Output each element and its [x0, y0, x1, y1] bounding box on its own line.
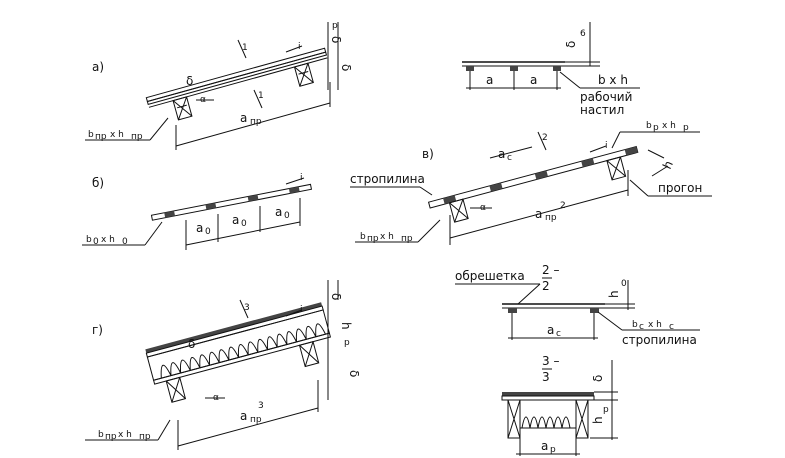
detail-a-caption-1: рабочий — [580, 90, 632, 104]
span-label-v: a — [535, 207, 542, 221]
post-x-v: x h — [380, 232, 394, 242]
span-label-g: a — [240, 409, 247, 423]
detail-a-caption-2: настил — [580, 103, 624, 117]
span-b-1: a — [196, 221, 203, 235]
panel-label-a: а) — [92, 60, 104, 74]
post-sub1-v: пр — [367, 234, 379, 244]
detail-a-thickness-sub: 6 — [580, 29, 586, 39]
post-x-b: x h — [101, 235, 115, 245]
panel-label-b: б) — [92, 176, 104, 190]
batten-section: 2 – — [542, 263, 559, 277]
detail-a-size: b x h — [598, 73, 628, 87]
rafter-size-v-sub2: p — [683, 123, 689, 133]
batten-size-x: x h — [648, 320, 662, 330]
span-sub-g: пр — [250, 415, 262, 425]
span-b-2-sub: 0 — [241, 219, 247, 229]
slope-v: i — [605, 141, 608, 151]
rafter-x-v: x h — [662, 121, 676, 131]
deck-symbol-g: δ — [188, 337, 195, 351]
post-label-v: b — [360, 232, 366, 242]
section-mark-a: 1 — [242, 43, 248, 53]
panel-a-deck — [145, 47, 328, 121]
detail-g-height-sub: p — [603, 405, 609, 415]
rafter-caption-v: стропилина — [350, 172, 425, 186]
section-mark-a-2: 1 — [258, 91, 264, 101]
panel-g-roof — [145, 302, 332, 403]
post-sub1-a: пр — [95, 132, 107, 142]
detail-g-section: 3 – — [542, 354, 559, 368]
panel-g: г) δ 3 i α a пр 3 b пр x h пр — [85, 280, 361, 450]
thickness-sub-a: p — [332, 21, 338, 31]
post-x-g: x h — [118, 430, 132, 440]
span-top-v: a — [498, 147, 505, 161]
rafter-size-v-sub1: p — [653, 123, 659, 133]
post-label-b: b — [86, 235, 92, 245]
detail-g-span: a — [541, 439, 548, 453]
detail-g-section-den: 3 — [542, 370, 550, 384]
section-mark-v: 2 — [542, 133, 548, 143]
batten-section-den: 2 — [542, 279, 550, 293]
batten-caption: обрешетка — [455, 269, 525, 283]
deck-symbol-a: δ — [186, 74, 193, 88]
batten-size: b — [632, 320, 638, 330]
purlin-caption-v: прогон — [658, 181, 702, 195]
panel-label-g: г) — [92, 323, 103, 337]
post-sub2-b: 0 — [122, 237, 128, 247]
span-sub-a: пр — [250, 117, 262, 127]
thickness-g: δ — [329, 293, 343, 300]
batten-rafter-caption: стропилина — [622, 333, 697, 347]
span-sub-v: пр — [545, 213, 557, 223]
span-top-v-sub: с — [507, 153, 512, 163]
post-label-a: b — [88, 130, 94, 140]
detail-a-thickness: δ — [564, 41, 578, 48]
post-sub1-b: 0 — [93, 237, 99, 247]
panel-v-deck — [427, 145, 639, 223]
span-b-3: a — [275, 205, 282, 219]
batten-span-sub: с — [556, 329, 561, 339]
batten-span: a — [547, 323, 554, 337]
post-sub1-g: пр — [105, 432, 117, 442]
detail-g-height: h — [591, 416, 605, 424]
panel-b: б) i a 0 a 0 a 0 b 0 x h 0 — [82, 173, 313, 250]
slope-b: i — [300, 173, 303, 183]
post-sub2-g: пр — [139, 432, 151, 442]
panel-v: в) 2 a с i α a пр 2 стропилина — [350, 121, 712, 245]
post-sub2-a: пр — [131, 132, 143, 142]
span-mark-v: 2 — [560, 201, 566, 211]
panel-g-detail: 3 – 3 a р δ h p — [501, 354, 618, 456]
batten-size-sub2: c — [669, 322, 674, 332]
thickness2-a: δ — [339, 64, 353, 71]
post-label-g: b — [98, 430, 104, 440]
detail-a-span-1: a — [486, 73, 493, 87]
batten-size-sub1: c — [639, 322, 644, 332]
height-g: h — [339, 322, 353, 330]
span-label-a: a — [240, 111, 247, 125]
span-b-3-sub: 0 — [284, 211, 290, 221]
ins-g: δ — [347, 370, 361, 377]
detail-a-span-2: a — [530, 73, 537, 87]
post-sub2-v: пр — [401, 234, 413, 244]
panel-label-v: в) — [422, 147, 434, 161]
detail-g-thickness: δ — [591, 375, 605, 382]
span-b-2: a — [232, 213, 239, 227]
batten-height-sub: 0 — [621, 279, 627, 289]
thickness-a: δ — [329, 36, 343, 43]
rafter-size-v: b — [646, 121, 652, 131]
height-sub-g: p — [344, 338, 350, 348]
panel-a: а) δ α 1 1 i a пр b пр x h пр — [85, 21, 353, 150]
panel-v-detail: обрешетка 2 – 2 a с h 0 b c x h c стропи… — [455, 263, 700, 347]
span-mark-g: 3 — [258, 401, 264, 411]
batten-height: h — [607, 290, 621, 298]
panel-b-deck — [150, 183, 313, 221]
post-x-a: x h — [110, 130, 124, 140]
span-b-1-sub: 0 — [205, 227, 211, 237]
detail-g-span-sub: р — [550, 445, 556, 455]
panel-a-detail: a a δ 6 b x h рабочий настил — [462, 22, 640, 117]
section-mark-g: 3 — [244, 303, 250, 313]
